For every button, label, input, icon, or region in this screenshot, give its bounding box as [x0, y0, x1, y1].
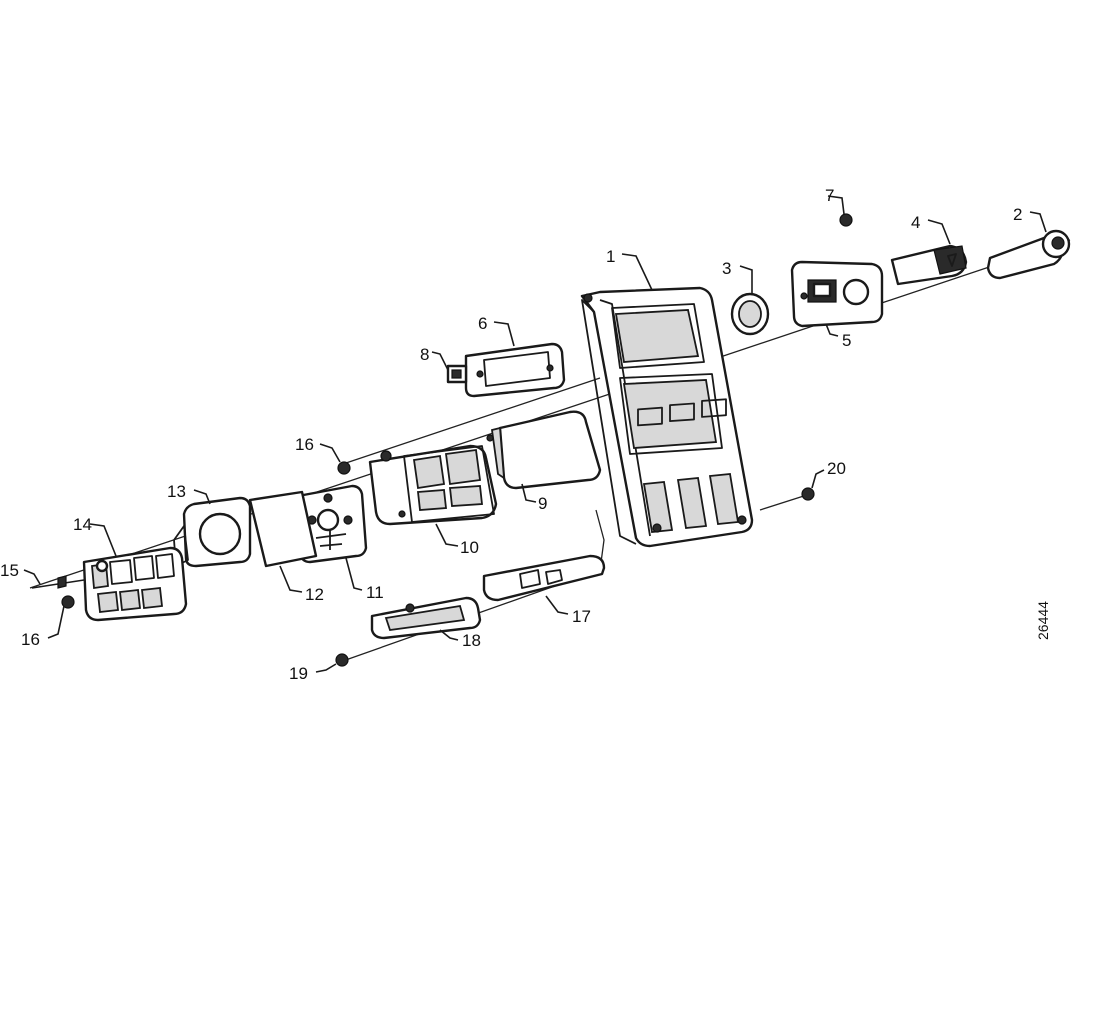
- callout-14: 14: [73, 515, 92, 534]
- callout-6: 6: [478, 314, 487, 333]
- part-9-cover-plate: [490, 410, 602, 490]
- callout-8: 8: [420, 345, 429, 364]
- callout-16-lower: 16: [21, 630, 40, 649]
- callout-20: 20: [827, 459, 846, 478]
- callout-1: 1: [606, 247, 615, 266]
- callout-19: 19: [289, 664, 308, 683]
- part-6-switch-frame: [464, 342, 566, 398]
- part-18-tray: [370, 596, 482, 640]
- part-10-switch-housing: [368, 434, 498, 526]
- part-14-switch-block: [82, 546, 188, 622]
- part-16-nut-lower: [61, 595, 75, 609]
- part-12-panel-cover: [248, 490, 318, 568]
- callout-11: 11: [366, 583, 384, 602]
- callout-2: 2: [1013, 205, 1022, 224]
- callout-13: 13: [167, 482, 186, 501]
- callout-17: 17: [572, 607, 591, 626]
- part-19-screw: [335, 653, 349, 667]
- part-2-lighter-element: [986, 229, 1071, 280]
- callout-9: 9: [538, 494, 547, 513]
- part-15-screw: [31, 575, 85, 589]
- part-17-trim-strip: [482, 554, 606, 602]
- callout-3: 3: [722, 259, 731, 278]
- part-1-console-panel: [580, 286, 754, 548]
- leader-lines: [23, 195, 1047, 673]
- callout-4: 4: [911, 213, 920, 232]
- callout-15: 15: [0, 561, 19, 580]
- part-4-lighter-socket: [890, 244, 968, 286]
- callout-labels: 1 2 3 4 5 6 7 8 9 10 11 12 13 14 15 16 1…: [0, 186, 1022, 683]
- part-20-screw: [801, 487, 815, 501]
- part-8-small-switch: [446, 364, 468, 384]
- callout-12: 12: [305, 585, 324, 604]
- part-3-ring: [730, 292, 770, 336]
- callout-16-upper: 16: [295, 435, 314, 454]
- part-7-screw: [839, 213, 853, 227]
- callout-5: 5: [842, 331, 851, 350]
- part-16-nut-upper: [337, 461, 351, 475]
- callout-10: 10: [460, 538, 479, 557]
- callout-7: 7: [825, 186, 834, 205]
- part-5-lighter-plate: [790, 260, 884, 328]
- drawing-reference-number: 26444: [1035, 601, 1051, 640]
- part-13-knob-housing: [173, 496, 252, 568]
- callout-18: 18: [462, 631, 481, 650]
